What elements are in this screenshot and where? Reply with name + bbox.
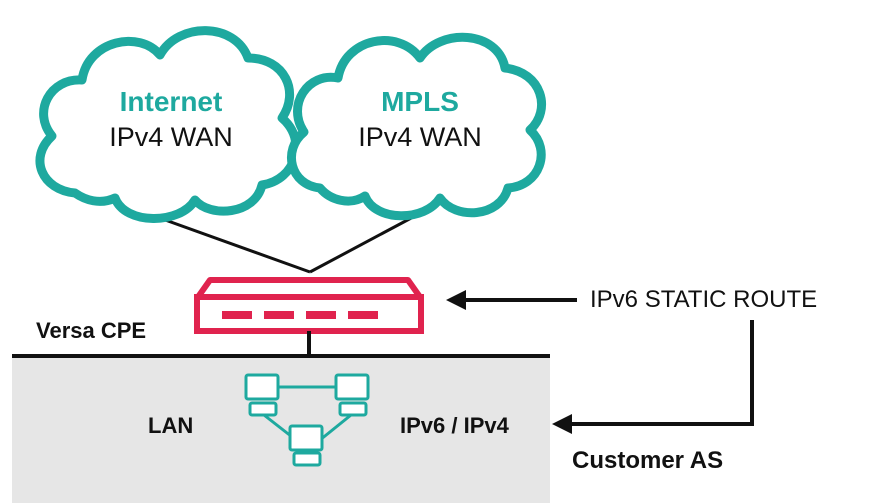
mpls-cloud-icon bbox=[287, 32, 547, 221]
internet-cloud-title: Internet bbox=[119, 86, 223, 117]
customer-lan-area bbox=[12, 358, 550, 503]
customer-route-arrow-icon bbox=[552, 320, 754, 434]
customer-lan-boundary bbox=[12, 354, 550, 358]
lan-protocols-label: IPv6 / IPv4 bbox=[400, 413, 509, 438]
device-label: Versa CPE bbox=[36, 318, 147, 343]
internet-link bbox=[142, 210, 311, 274]
lan-label: LAN bbox=[148, 413, 194, 438]
internet-cloud-icon bbox=[35, 26, 301, 223]
static-route-arrow-icon bbox=[446, 290, 577, 310]
customer-as-label: Customer AS bbox=[572, 447, 724, 474]
router-icon bbox=[194, 277, 424, 334]
mpls-cloud-subtitle: IPv4 WAN bbox=[358, 122, 482, 152]
network-nodes-icon bbox=[244, 373, 370, 467]
static-route-label: IPv6 STATIC ROUTE bbox=[590, 286, 818, 313]
mpls-cloud-title: MPLS bbox=[381, 86, 459, 117]
internet-cloud-subtitle: IPv4 WAN bbox=[109, 122, 233, 152]
